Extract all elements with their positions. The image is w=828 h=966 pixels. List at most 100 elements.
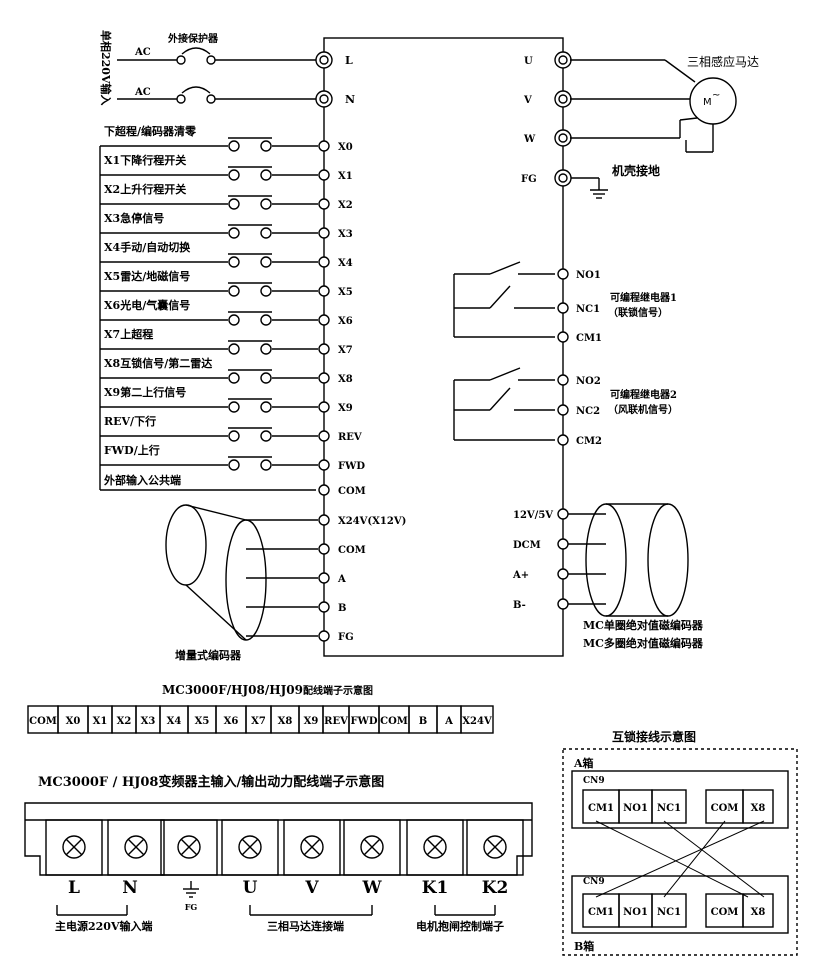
interlock-cell-label: CM1 <box>588 907 614 918</box>
terminal-com <box>318 484 330 496</box>
relay-terminal-nc1: NC1 <box>557 302 600 315</box>
input-term-label: X0 <box>338 142 353 153</box>
power-terminal-screw <box>221 819 279 876</box>
terminal-x1 <box>318 169 330 181</box>
interlock-cell-label: NC1 <box>657 907 681 918</box>
input-label: 下超程/编码器清零 <box>104 124 197 138</box>
power-terminal-screw <box>283 819 341 876</box>
strip-cell-label: REV <box>324 716 348 727</box>
input-term-label: X1 <box>338 171 353 182</box>
interlock-cell: NO1 <box>618 789 653 824</box>
strip-cell-label: X4 <box>167 716 182 727</box>
input-term-label: X9 <box>338 403 353 414</box>
interlock-cross-wires <box>595 820 765 898</box>
power-terminal-label: K1 <box>422 878 449 898</box>
svg-text:~: ~ <box>712 90 720 101</box>
incremental-encoder <box>165 504 267 641</box>
relay-term-label: CM1 <box>576 333 602 344</box>
input-label: X8互锁信号/第二雷达 <box>104 356 212 370</box>
group2-label: 三相马达连接端 <box>267 919 344 933</box>
power-terminal-screw <box>466 819 524 876</box>
motor-terminals: UVW <box>523 51 572 147</box>
interlock-cell-label: X8 <box>751 803 766 814</box>
encoder-row: FG <box>246 630 354 643</box>
encoder-row: B <box>246 601 346 614</box>
term-com-label: COM <box>338 486 366 497</box>
strip-cell-label: X5 <box>195 716 210 727</box>
input-label: X5雷达/地磁信号 <box>104 269 190 283</box>
strip-cell-label: FWD <box>350 716 377 727</box>
relay2-subtitle: （风联机信号） <box>608 403 678 416</box>
mc-term-label: B- <box>513 600 526 611</box>
relay1-subtitle: （联锁信号） <box>608 306 668 319</box>
input-label: X2上升行程开关 <box>104 182 186 196</box>
strip-cell: X9 <box>298 705 324 734</box>
inverter-body <box>323 37 564 657</box>
svg-text:M: M <box>703 97 712 108</box>
interlock-cell: NC1 <box>651 789 687 824</box>
strip-cell-label: X6 <box>224 716 239 727</box>
mc-terminal: 12V/5V <box>513 508 606 521</box>
input-label: X9第二上行信号 <box>104 385 186 399</box>
strip-cell: X6 <box>215 705 247 734</box>
ground-label: 机壳接地 <box>612 163 660 178</box>
mc-line2: MC多圈绝对值磁编码器 <box>583 636 704 650</box>
strip-cell-label: COM <box>380 716 408 727</box>
input-row-x9: X9第二上行信号 X9 <box>100 385 353 414</box>
mc-term-label: DCM <box>513 540 541 551</box>
power-terminal-label: N <box>122 878 138 898</box>
encoder-terminal <box>318 514 330 526</box>
strip-cell-label: X0 <box>66 716 81 727</box>
encoder-terminal <box>318 572 330 584</box>
mc-term-label: A+ <box>512 570 529 581</box>
strip-cell-label: X9 <box>304 716 319 727</box>
encoder-term-label: FG <box>338 632 354 643</box>
encoder-term-label: A <box>337 574 346 585</box>
strip-cell: B <box>408 705 438 734</box>
cn9-a: CN9 <box>583 776 605 786</box>
power-terminal-screw <box>160 819 218 876</box>
strip-cell-label: A <box>444 716 453 727</box>
interlock-cell: COM <box>705 789 744 824</box>
input-term-label: FWD <box>338 461 365 472</box>
relay2-title: 可编程继电器2 <box>610 388 677 401</box>
input-term-label: X7 <box>338 345 353 356</box>
interlock-cell-label: X8 <box>751 907 766 918</box>
encoder-term-label: B <box>338 603 346 614</box>
mc-terminal: A+ <box>512 568 606 581</box>
encoder-terminal <box>318 543 330 555</box>
terminal-rev <box>318 430 330 442</box>
encoder-term-label: X24V(X12V) <box>338 516 406 527</box>
input-terminals: 下超程/编码器清零X0X1下降行程开关X1X2上升行程开关X2X3急停信号X3X… <box>100 124 365 472</box>
terminal-x4 <box>318 256 330 268</box>
supply-label: 单相220V输入 <box>99 30 113 106</box>
strip-title: MC3000F/HJ08/HJ09配线端子示意图 <box>162 683 373 697</box>
strip-cell: X1 <box>87 705 113 734</box>
power-terminal-screw <box>406 819 464 876</box>
terminal-L <box>315 51 333 69</box>
mc-terminal: B- <box>513 598 606 611</box>
strip-cell-label: X3 <box>141 716 156 727</box>
strip-cell: A <box>436 705 462 734</box>
power-terminal-label: W <box>361 878 382 898</box>
term-L-label: L <box>345 54 353 67</box>
strip-cell-label: B <box>419 716 427 727</box>
interlock-cell-label: CM1 <box>588 803 614 814</box>
strip-cell: X3 <box>135 705 161 734</box>
term-N-label: N <box>345 93 355 106</box>
mc-line1: MC单圈绝对值磁编码器 <box>583 618 704 632</box>
power-terminal-label: U <box>243 878 258 898</box>
interlock-cell-label: COM <box>711 907 739 918</box>
power-terminal-screw <box>343 819 401 876</box>
strip-cell-label: X7 <box>251 716 266 727</box>
common-label: 外部输入公共端 <box>103 473 181 487</box>
interlock-cell: X8 <box>742 893 774 928</box>
